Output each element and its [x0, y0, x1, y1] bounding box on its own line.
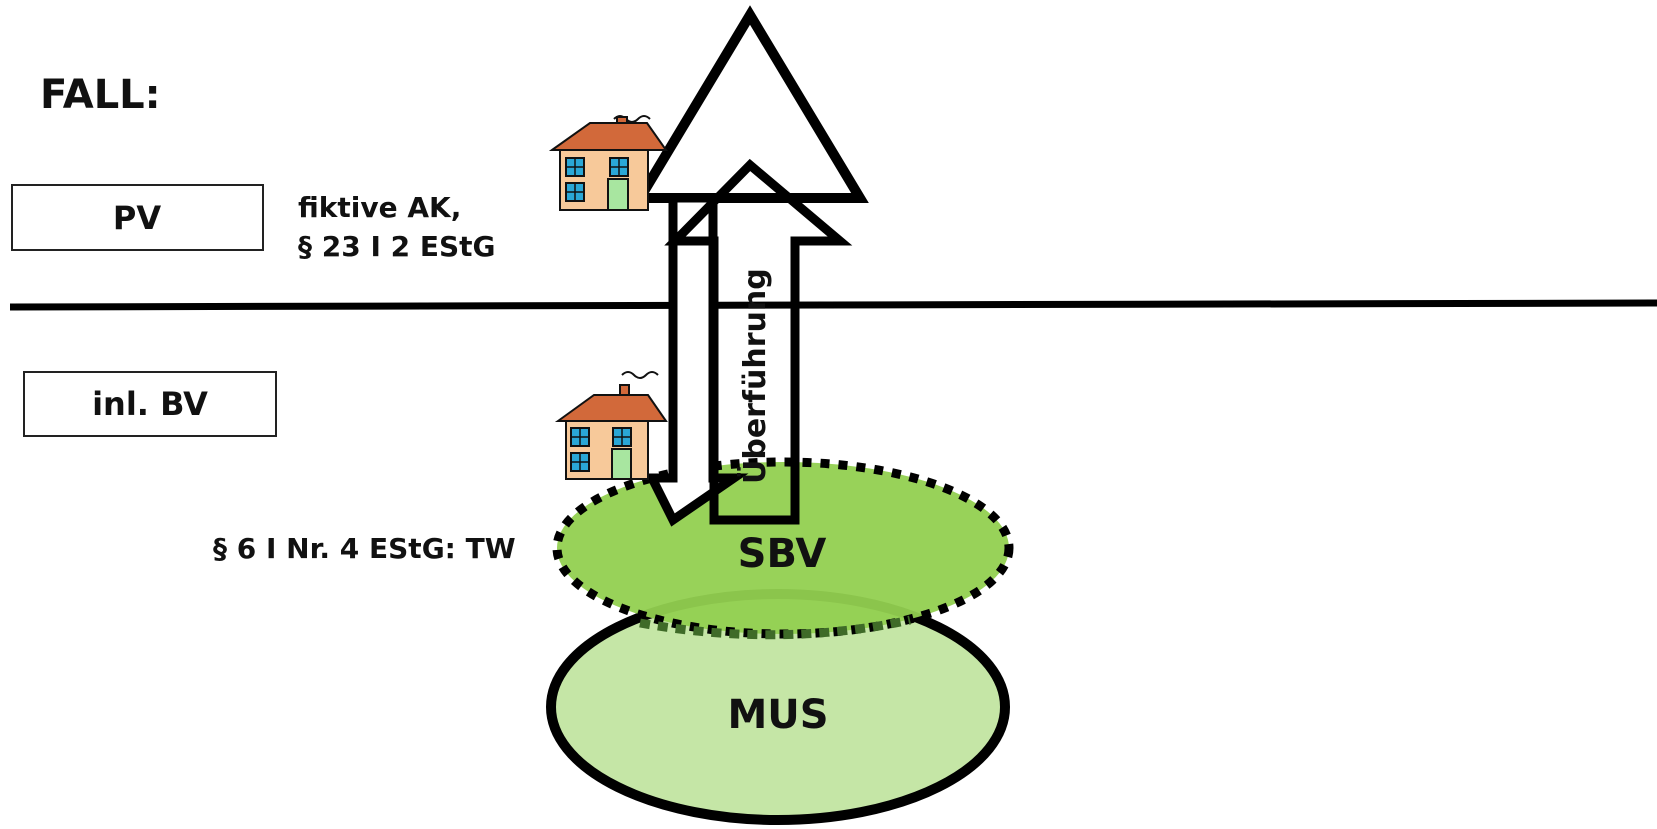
pv-box: PV — [11, 184, 264, 251]
house-upper-icon — [548, 115, 668, 211]
mus-label: MUS — [727, 692, 828, 738]
house-lower-icon — [554, 371, 668, 480]
fiktive-ak-note: fiktive AK, — [298, 191, 461, 224]
tw-note: § 6 I Nr. 4 EStG: TW — [213, 532, 516, 565]
bv-box: inl. BV — [23, 371, 277, 437]
pv-box-label: PV — [113, 199, 161, 237]
ueberfuehrung-label: Überführung — [736, 268, 773, 484]
triangle-outline — [631, 5, 869, 203]
diagram-title: FALL: — [40, 72, 161, 118]
overlap-dash — [639, 615, 911, 640]
ueberfuehrung-arrow — [664, 158, 853, 525]
sbv-label: SBV — [738, 531, 827, 577]
estg-23-note: § 23 I 2 EStG — [298, 230, 496, 263]
divider-line — [9, 299, 1657, 311]
bv-box-label: inl. BV — [92, 385, 208, 423]
